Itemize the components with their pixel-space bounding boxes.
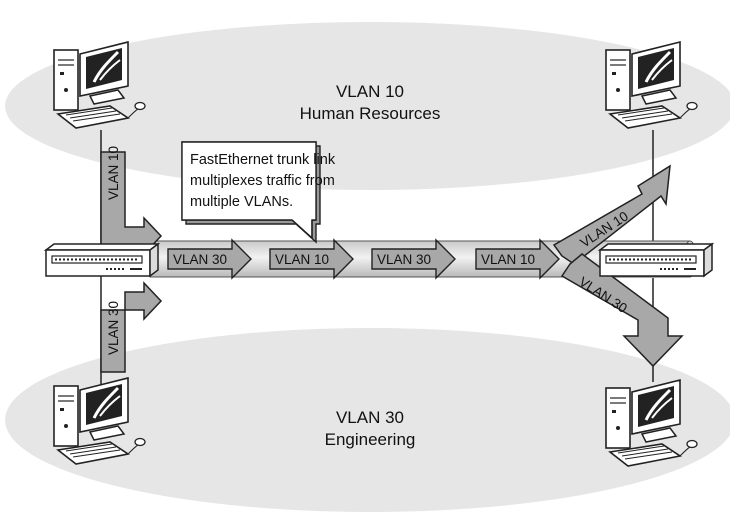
- svg-text:VLAN 10: VLAN 10: [275, 252, 329, 267]
- vlan10-zone-title: VLAN 10: [336, 82, 404, 101]
- svg-text:VLAN 30: VLAN 30: [106, 301, 121, 355]
- callout-line-2: multiplexes traffic from: [190, 173, 335, 189]
- right-switch-icon: [600, 244, 712, 276]
- callout-line-3: multiple VLANs.: [190, 194, 293, 210]
- trunk-callout: FastEthernet trunk link multiplexes traf…: [182, 142, 336, 242]
- svg-text:VLAN 10: VLAN 10: [481, 252, 535, 267]
- vlan30-zone-dept: Engineering: [325, 430, 416, 449]
- vlan30-zone-title: VLAN 30: [336, 408, 404, 427]
- left-switch-icon: [46, 244, 158, 276]
- svg-text:VLAN 10: VLAN 10: [106, 146, 121, 200]
- vlan10-zone-dept: Human Resources: [300, 104, 441, 123]
- svg-text:VLAN 30: VLAN 30: [173, 252, 227, 267]
- callout-line-1: FastEthernet trunk link: [190, 152, 336, 168]
- svg-text:VLAN 30: VLAN 30: [377, 252, 431, 267]
